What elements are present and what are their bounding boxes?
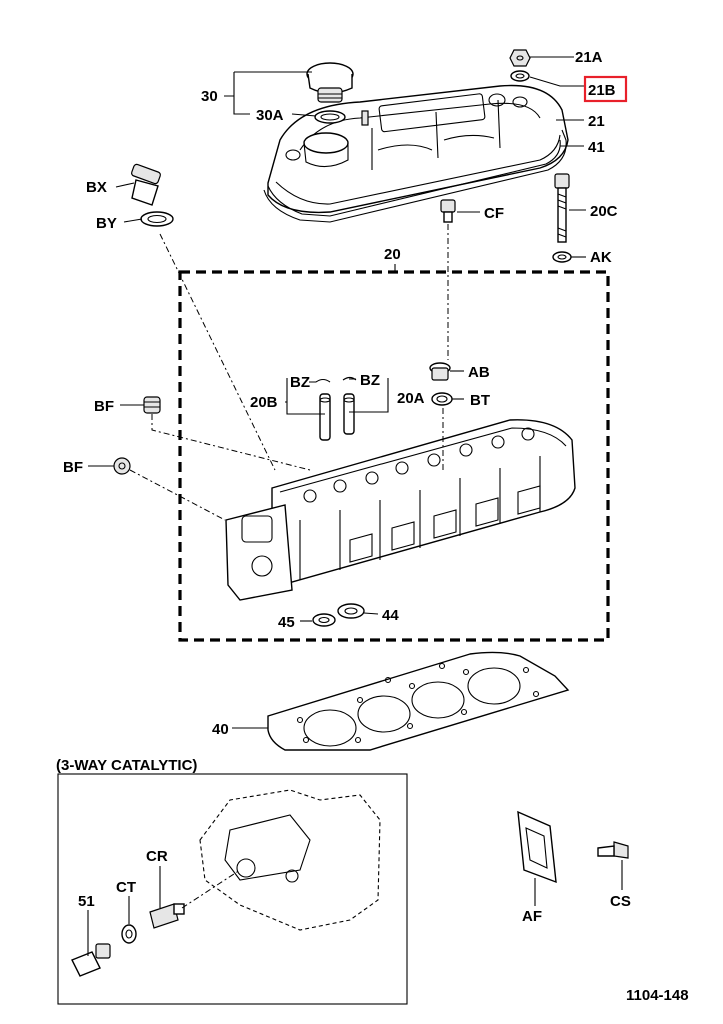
diagram-code: 1104-148 (626, 987, 689, 1004)
label-CT: CT (116, 879, 136, 896)
label-40: 40 (212, 721, 229, 738)
leader-dashes (129, 224, 449, 521)
leader-lines (87, 56, 623, 956)
inset-head-housing (199, 789, 381, 931)
label-21: 21 (588, 113, 605, 130)
head-gasket (267, 651, 570, 751)
label-20: 20 (384, 246, 401, 263)
pcv-fitting (131, 163, 161, 206)
label-45: 45 (278, 614, 295, 631)
cover-nut (509, 49, 531, 67)
stud-washer (552, 251, 572, 263)
valve-seal-45 (312, 613, 336, 627)
section-title: (3-WAY CATALYTIC) (56, 757, 197, 774)
label-20B: 20B (250, 394, 278, 411)
label-BX: BX (86, 179, 107, 196)
cf-bolt (440, 199, 456, 223)
bf-plug-1 (143, 396, 161, 414)
highlight-box (583, 75, 628, 103)
label-21B: 21B (588, 82, 616, 99)
cylinder-head (225, 419, 576, 601)
label-51: 51 (78, 893, 95, 910)
label-30: 30 (201, 88, 218, 105)
cylinder-head-assembly-frame (178, 270, 610, 642)
valve-seal-44 (337, 603, 365, 619)
label-21A: 21A (575, 49, 603, 66)
cs-bolt (597, 841, 629, 859)
valve-guide-exhaust (343, 393, 355, 435)
label-BZ-left: BZ (290, 374, 310, 391)
af-plate (517, 810, 557, 884)
label-30A: 30A (256, 107, 284, 124)
label-BT: BT (470, 392, 490, 409)
label-41: 41 (588, 139, 605, 156)
valve-cover-gasket (263, 129, 567, 223)
label-AB: AB (468, 364, 490, 381)
valve-guide-intake (319, 393, 331, 441)
ab-plug (429, 362, 451, 381)
pcv-grommet (140, 211, 174, 227)
catalytic-inset-frame (57, 773, 408, 1005)
sensor-51 (71, 943, 111, 977)
cr-fitting (149, 903, 185, 929)
label-BF-lower: BF (63, 459, 83, 476)
label-BY: BY (96, 215, 117, 232)
label-20A: 20A (397, 390, 425, 407)
ct-washer (121, 924, 137, 944)
label-BF-upper: BF (94, 398, 114, 415)
bt-gasket (431, 392, 453, 406)
filler-cap-gasket (314, 110, 346, 124)
label-CF: CF (484, 205, 504, 222)
label-44: 44 (382, 607, 399, 624)
valve-cover (267, 84, 569, 214)
label-CR: CR (146, 848, 168, 865)
label-CS: CS (610, 893, 631, 910)
bz-clip-1 (315, 378, 331, 383)
bf-plug-2 (113, 457, 131, 475)
label-20C: 20C (590, 203, 618, 220)
head-stud (554, 173, 570, 243)
callout-labels: 30 30A 21A 21B 21 41 BX BY CF 20C AK 20 … (56, 49, 689, 1004)
label-AK: AK (590, 249, 612, 266)
label-BZ-right: BZ (360, 372, 380, 389)
oil-filler-cap (306, 62, 354, 103)
cover-washer (510, 70, 530, 82)
label-AF: AF (522, 908, 542, 925)
